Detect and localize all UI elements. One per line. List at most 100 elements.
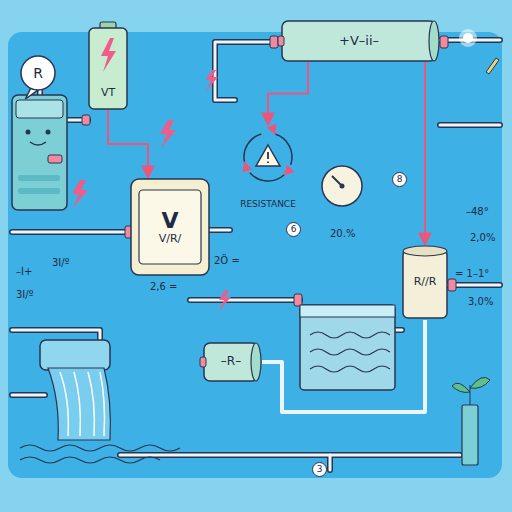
cycle-shape	[250, 173, 284, 181]
water-tank	[310, 332, 390, 372]
cycle-shape	[267, 152, 269, 163]
pipe	[12, 40, 500, 470]
formula-label: = 1–1°	[455, 268, 489, 279]
cycle-shape	[244, 134, 261, 162]
cycle-shape	[244, 134, 292, 181]
lamp	[486, 58, 499, 74]
robot-machine	[12, 95, 67, 210]
callout-number: 3	[312, 462, 327, 477]
robot-machine	[48, 155, 62, 163]
formula-label: 2Ö =	[214, 255, 240, 266]
formula-label: 20.%	[330, 228, 355, 239]
battery-shape	[101, 38, 116, 72]
water-tank	[300, 305, 395, 317]
robot-machine	[46, 130, 51, 135]
water-tank	[300, 305, 395, 390]
hcyl-node: +V–ii–	[278, 20, 440, 62]
bubble-shape	[21, 56, 55, 90]
vcyl-shape	[403, 246, 447, 256]
formula-label: –I+	[16, 266, 32, 277]
robot-machine	[18, 175, 60, 181]
hcyl-shape	[278, 36, 284, 46]
node-text: V/R/	[159, 233, 182, 246]
lamp	[459, 29, 477, 47]
bubble-node: R	[20, 55, 56, 91]
hcyl-shape	[200, 357, 206, 367]
box-shape	[131, 179, 209, 275]
callout-number: 8	[392, 172, 407, 187]
battery-shape	[89, 22, 127, 109]
lamp	[463, 33, 473, 43]
waterfall	[48, 368, 110, 440]
robot-machine	[18, 188, 60, 194]
formula-label: 3I/º	[16, 289, 33, 300]
arrow-connector	[268, 62, 308, 125]
node-text: V	[161, 208, 178, 233]
pipe-connector	[262, 320, 425, 412]
waterfall	[40, 340, 110, 370]
hcyl-shape	[200, 343, 261, 381]
node-text: VT	[101, 87, 115, 100]
lamp	[459, 29, 499, 74]
robot-machine	[26, 130, 31, 135]
plant	[452, 377, 490, 465]
pipe-joint	[294, 294, 302, 306]
battery-node: VT	[88, 22, 128, 110]
arrow-connector	[108, 110, 148, 178]
pipe	[12, 40, 500, 470]
pipe-joint	[82, 115, 90, 125]
pipe-joint	[448, 279, 456, 291]
formula-label: –48°	[466, 206, 489, 217]
lightning-bolt	[160, 120, 176, 148]
hcyl-shape	[251, 343, 261, 381]
gauge	[340, 184, 345, 189]
waterfall	[20, 445, 180, 463]
battery-shape	[89, 28, 127, 109]
pipe	[12, 40, 500, 470]
robot-machine	[12, 95, 67, 210]
cycle-node: RESISTANCE	[222, 125, 314, 213]
node-text: –R–	[221, 355, 241, 369]
node-text: RESISTANCE	[240, 199, 296, 209]
lightning-bolt	[219, 290, 231, 311]
robot-machine	[30, 142, 46, 145]
vcyl-shape	[403, 250, 447, 318]
hcyl-shape	[278, 21, 439, 61]
node-text: +V–ii–	[339, 34, 379, 49]
box-shape	[139, 190, 201, 264]
cycle-shape	[256, 145, 280, 166]
water-tank	[300, 305, 395, 390]
hcyl-node: –R–	[200, 342, 262, 382]
formula-label: 2,6 =	[150, 281, 177, 292]
bubble-shape	[21, 56, 55, 99]
lightning-bolt	[206, 70, 218, 91]
plant	[452, 377, 490, 405]
vcyl-shape	[403, 246, 447, 318]
gauge	[322, 166, 362, 206]
vcyl-node: R//R	[402, 245, 448, 320]
formula-label: 3I/º	[52, 257, 69, 268]
waterfall	[20, 340, 180, 463]
pipe-joint	[270, 36, 278, 48]
robot-machine	[16, 100, 63, 118]
formula-label: 3,0%	[468, 296, 493, 307]
node-text: R	[33, 65, 43, 81]
lightning-bolt	[72, 180, 88, 208]
hcyl-shape	[429, 21, 439, 61]
hcyl-shape	[204, 343, 258, 381]
formula-label: 2,0%	[470, 232, 495, 243]
box-shape	[131, 179, 209, 275]
pipe-joint	[440, 36, 448, 48]
gauge	[322, 166, 362, 206]
plant	[462, 405, 478, 465]
node-text: R//R	[414, 276, 437, 289]
box-node: VV/R/	[130, 178, 210, 276]
cycle-shape	[275, 134, 292, 165]
hcyl-shape	[282, 21, 436, 61]
callout-number: 6	[286, 222, 301, 237]
panel	[8, 32, 502, 478]
arrow-connector	[424, 62, 426, 245]
waterfall	[60, 372, 105, 436]
